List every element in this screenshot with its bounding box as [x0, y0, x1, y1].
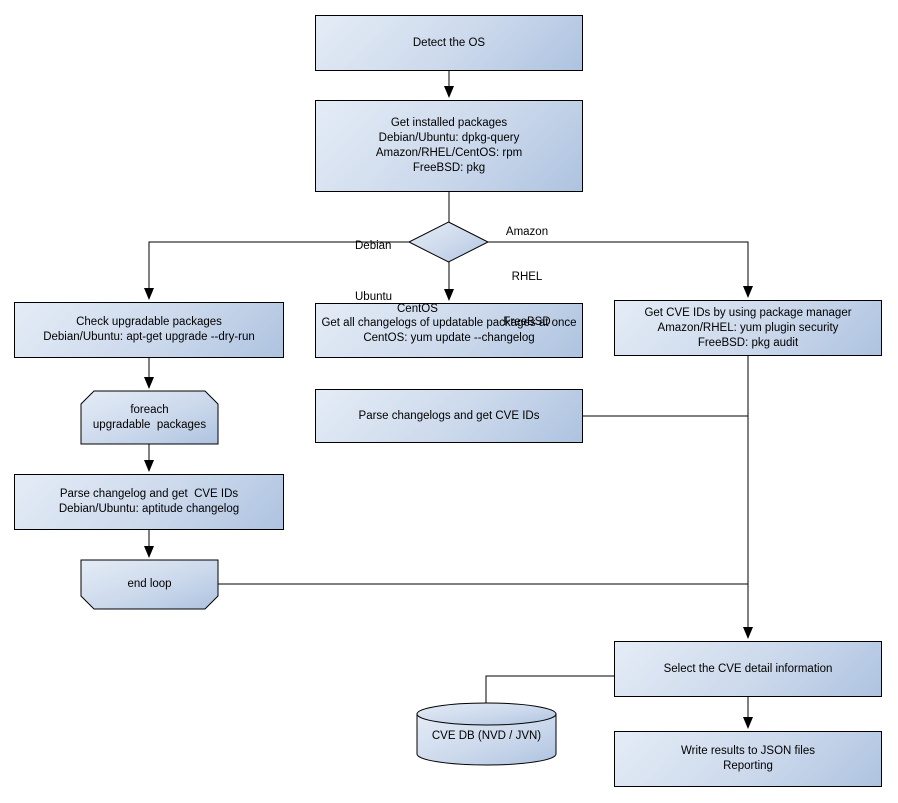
node-get-all-changelogs: Get all changelogs of updatable packages… [315, 303, 583, 358]
node-get-installed-packages: Get installed packages Debian/Ubuntu: dp… [315, 100, 583, 192]
cve-db-cylinder [416, 702, 557, 766]
edge-label-text: Debian [355, 240, 392, 252]
node-text: Debian/Ubuntu: apt-get upgrade --dry-run [43, 331, 255, 343]
node-select-cve-detail: Select the CVE detail information [614, 641, 882, 697]
end-loop-shape [80, 559, 219, 610]
node-text: Amazon/RHEL/CentOS: rpm [375, 147, 523, 159]
node-get-cve-ids-pkg-manager: Get CVE IDs by using package manager Ama… [614, 300, 882, 356]
node-parse-changelogs-centos: Parse changelogs and get CVE IDs [315, 389, 583, 443]
node-text: Reporting [723, 760, 773, 772]
node-text: Select the CVE detail information [663, 662, 833, 675]
edge-label-text: Amazon [505, 226, 549, 238]
node-check-upgradable-packages: Check upgradable packages Debian/Ubuntu:… [14, 302, 284, 358]
edge-decision-to-get-cve-ids [488, 241, 753, 298]
node-text: upgradable packages [92, 418, 207, 431]
node-text: FreeBSD: pkg audit [697, 336, 799, 349]
node-text: Write results to JSON files [681, 745, 815, 757]
node-text: Parse changelogs and get CVE IDs [358, 409, 540, 422]
node-parse-changelog-debian: Parse changelog and get CVE IDs Debian/U… [14, 474, 284, 530]
foreach-loop-shape [80, 390, 219, 445]
node-text: Amazon/RHEL: yum plugin security [657, 321, 839, 334]
node-text: Detect the OS [412, 36, 486, 49]
node-write-results: Write results to JSON files Reporting [614, 731, 882, 787]
edge-label-centos: CentOS [397, 272, 438, 347]
node-text: CVE DB (NVD / JVN) [431, 729, 542, 742]
node-text: Parse changelog and get CVE IDs [59, 488, 239, 500]
node-text: Get CVE IDs by using package manager [644, 306, 852, 319]
edge-label-text: RHEL [511, 271, 543, 283]
edge-label-text: Ubuntu [355, 291, 393, 303]
node-text: Debian/Ubuntu: aptitude changelog [58, 503, 240, 515]
node-text: Check upgradable packages [76, 316, 222, 328]
node-detect-os: Detect the OS [315, 15, 583, 71]
edge-label-amazon-rhel-freebsd: Amazon RHEL FreeBSD [495, 195, 559, 360]
node-cve-db-label: CVE DB (NVD / JVN) [417, 722, 556, 750]
edge-label-text: CentOS [397, 303, 438, 315]
node-foreach-loop-label: foreach upgradable packages [81, 391, 218, 444]
node-text: FreeBSD: pkg [412, 162, 486, 174]
node-text: CentOS: yum update --changelog [363, 331, 535, 344]
edge-label-debian-ubuntu: Debian Ubuntu [355, 204, 392, 340]
decision-os-diamond [407, 221, 490, 263]
edge-label-text: FreeBSD [503, 316, 551, 328]
node-end-loop-label: end loop [81, 560, 218, 609]
node-text: Get all changelogs of updatable packages… [321, 316, 577, 329]
edge-decision-to-check-upgradable [144, 241, 409, 300]
node-text: foreach [130, 403, 169, 416]
node-text: Debian/Ubuntu: dpkg-query [378, 132, 520, 144]
node-text: end loop [127, 578, 172, 590]
edge-cvedb-to-select [485, 675, 614, 703]
node-text: Get installed packages [390, 117, 508, 129]
